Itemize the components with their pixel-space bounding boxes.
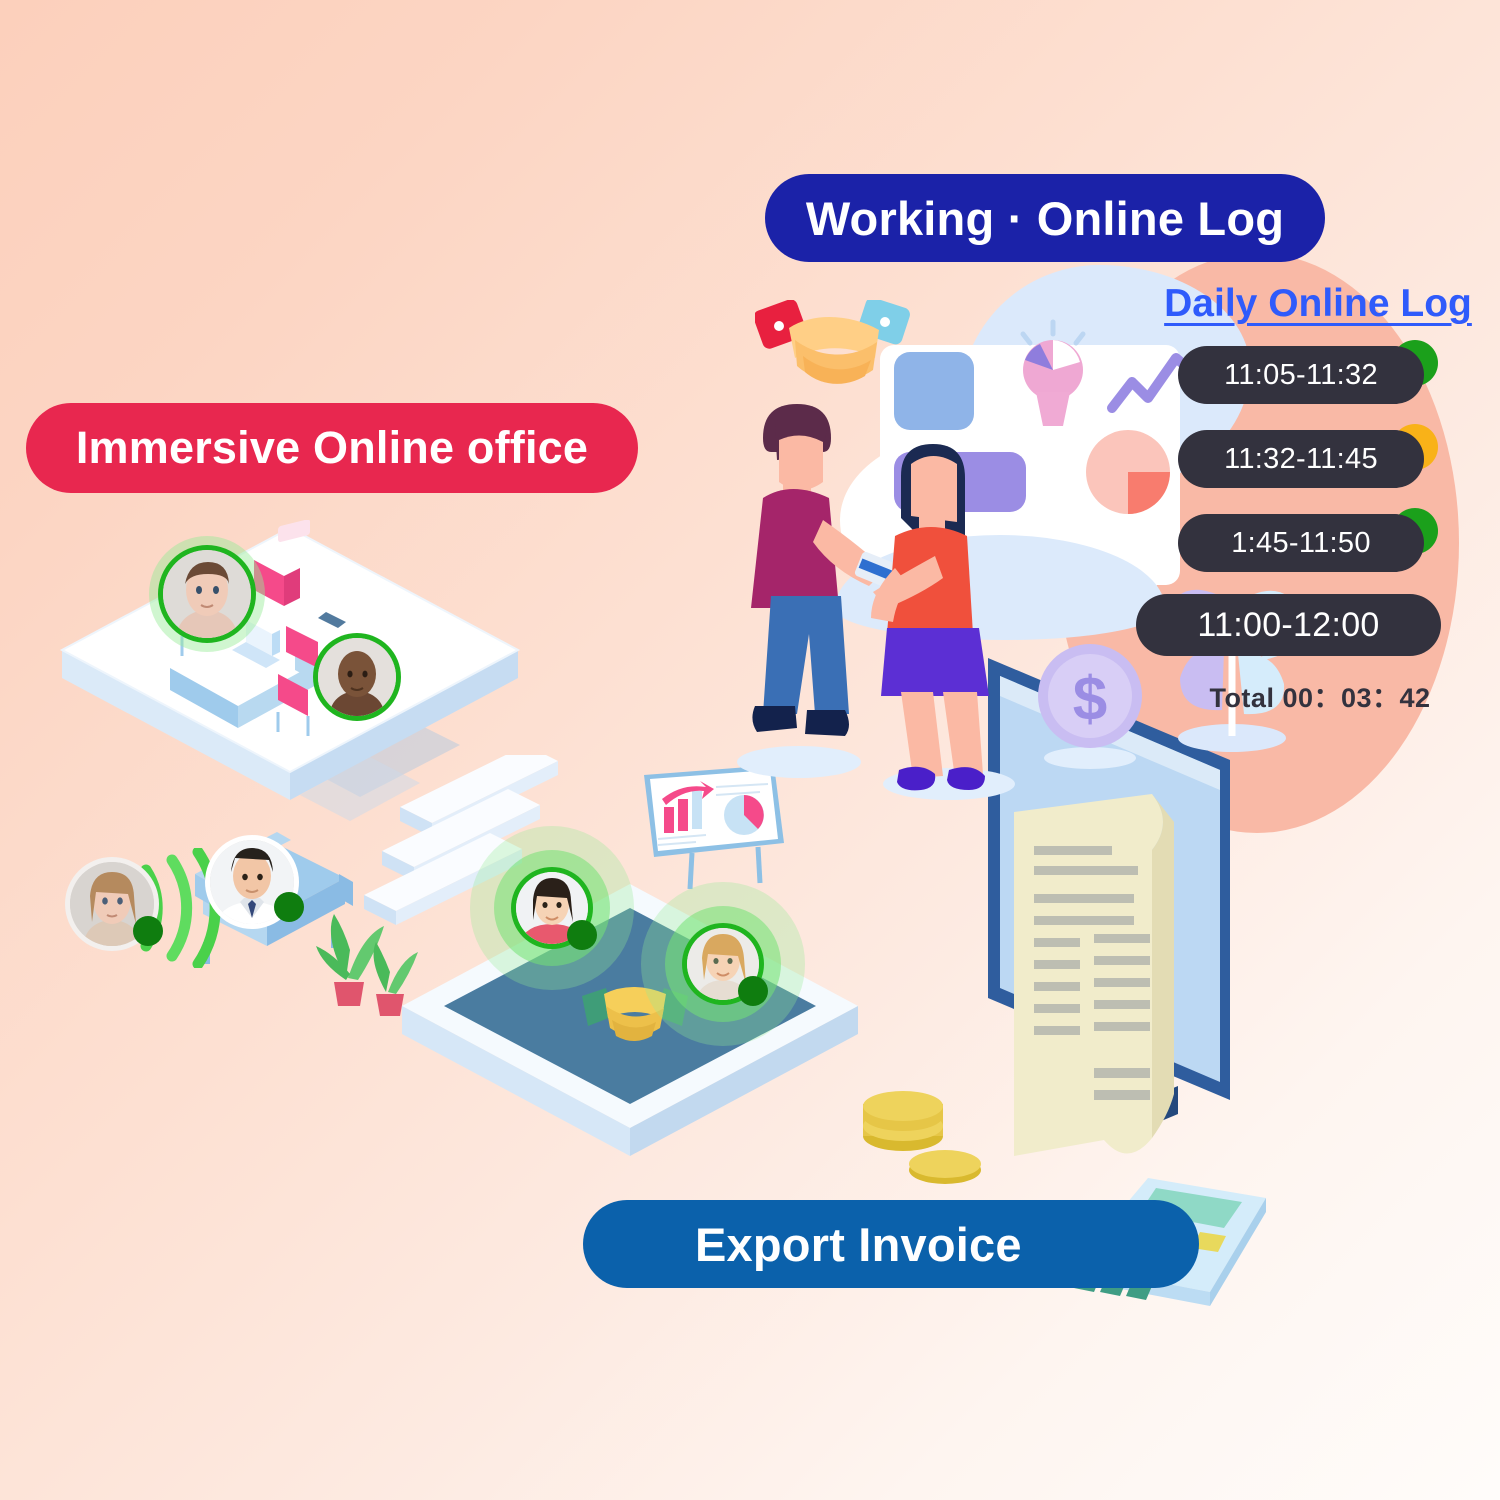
log-row[interactable]: 11:05-11:32 bbox=[1160, 340, 1480, 412]
calculator-display bbox=[1140, 1188, 1242, 1228]
lounge-avatar-sofa[interactable] bbox=[210, 840, 294, 924]
pie-chart-icon-board bbox=[724, 795, 764, 835]
meeting-avatar-1-status-dot bbox=[567, 920, 597, 950]
log-entry-time: 11:32-11:45 bbox=[1178, 430, 1424, 488]
presentation-board bbox=[644, 765, 784, 890]
working-online-log-banner[interactable]: Working · Online Log bbox=[765, 174, 1325, 262]
lounge-sofa-status-dot bbox=[274, 892, 304, 922]
invoice-document-icon bbox=[1014, 794, 1174, 1156]
meeting-avatar-2-status-dot bbox=[738, 976, 768, 1006]
daily-online-log-panel: Daily Online Log 11:05-11:32 11:32-11:45… bbox=[1136, 282, 1480, 715]
lightbulb-chart-icon bbox=[1020, 319, 1086, 426]
export-invoice-label: Export Invoice bbox=[695, 1217, 1022, 1271]
isometric-steps-decoration bbox=[364, 755, 558, 925]
potted-plants-decoration bbox=[316, 914, 418, 1016]
office-avatar-2[interactable] bbox=[318, 638, 396, 716]
person-woman-illustration bbox=[871, 444, 1015, 800]
immersive-online-office-label: Immersive Online office bbox=[75, 422, 589, 473]
board-text-lines bbox=[657, 783, 769, 846]
lounge-remote-status-dot bbox=[133, 916, 163, 946]
log-entry-time: 1:45-11:50 bbox=[1178, 514, 1424, 572]
log-row[interactable]: 11:32-11:45 bbox=[1160, 424, 1480, 496]
working-online-log-label: Working · Online Log bbox=[805, 191, 1285, 245]
office-avatar-1[interactable] bbox=[163, 550, 251, 638]
blue-card-shape bbox=[894, 352, 974, 430]
daily-online-log-title[interactable]: Daily Online Log bbox=[1164, 282, 1472, 325]
total-duration-label: Total 00：03：42 bbox=[1209, 683, 1431, 713]
log-entry-time: 11:00-12:00 bbox=[1136, 594, 1441, 656]
office-shadow-strip bbox=[300, 725, 460, 821]
meeting-avatar-1[interactable] bbox=[516, 872, 588, 944]
log-row[interactable]: 11:00-12:00 bbox=[1136, 592, 1480, 664]
dollar-coin-icon: $ bbox=[1038, 644, 1142, 769]
calculator-equals-key bbox=[1192, 1232, 1226, 1252]
handshake-icon bbox=[755, 300, 910, 384]
deal-icons-group bbox=[894, 319, 1195, 514]
pie-chart-icon bbox=[1086, 430, 1170, 514]
svg-text:$: $ bbox=[1073, 665, 1107, 734]
handshake-emoji bbox=[582, 987, 688, 1041]
immersive-online-office-banner[interactable]: Immersive Online office bbox=[26, 403, 638, 493]
log-entry-time: 11:05-11:32 bbox=[1178, 346, 1424, 404]
coin-stack-icon bbox=[863, 1091, 981, 1184]
export-invoice-button[interactable]: Export Invoice bbox=[583, 1200, 1199, 1288]
log-row[interactable]: 1:45-11:50 bbox=[1160, 508, 1480, 580]
bar-chart-icon bbox=[662, 781, 714, 833]
